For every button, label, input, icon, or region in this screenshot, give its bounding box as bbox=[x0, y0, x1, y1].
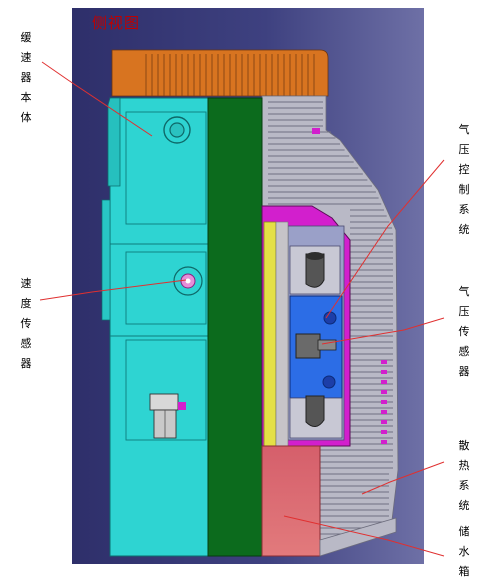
leader-retarder bbox=[41, 61, 153, 137]
fin-magenta-slot bbox=[381, 390, 387, 394]
pressure-sensor bbox=[295, 333, 321, 359]
leader-air-control bbox=[325, 159, 445, 319]
retarder-body-panel-top bbox=[125, 111, 207, 225]
label-retarder: 缓速器本体 bbox=[20, 31, 32, 124]
fin-magenta-slot bbox=[381, 380, 387, 384]
label-water-tank: 储水箱 bbox=[458, 525, 470, 578]
mount-nut-cap bbox=[149, 393, 179, 411]
fin-magenta-slot bbox=[381, 440, 387, 444]
body-plug-inner bbox=[169, 122, 185, 138]
valve-block-port-a bbox=[323, 311, 337, 325]
retarder-body-flange-upper bbox=[107, 97, 121, 187]
fin-magenta-slot bbox=[381, 430, 387, 434]
brake-head bbox=[111, 49, 329, 97]
leader-speed-sensor bbox=[39, 279, 187, 301]
water-tank-lip bbox=[319, 517, 397, 557]
fin-magenta-slot bbox=[381, 420, 387, 424]
retarder-body bbox=[109, 97, 211, 557]
brake-head-ribs bbox=[145, 54, 315, 96]
label-air-sensor: 气压传感器 bbox=[458, 285, 470, 378]
pressure-sensor-stem bbox=[317, 339, 337, 351]
cooling-fin-lines bbox=[268, 101, 393, 535]
fin-magenta-slot bbox=[381, 360, 387, 364]
valve-block-port-b bbox=[322, 375, 336, 389]
rotor bbox=[207, 97, 263, 557]
callout-leader-lines bbox=[39, 61, 445, 557]
upper-valve bbox=[305, 253, 325, 288]
view-title: 侧视图 bbox=[92, 14, 141, 32]
label-air-control: 气压控制系统 bbox=[458, 123, 470, 236]
label-speed-sensor: 速度传感器 bbox=[20, 277, 32, 370]
water-tank bbox=[261, 445, 321, 557]
yellow-plate-back bbox=[275, 221, 289, 447]
yellow-plate bbox=[263, 221, 277, 447]
leader-water-tank bbox=[283, 515, 445, 557]
leader-cooling bbox=[361, 461, 445, 495]
fin-magenta-slots bbox=[312, 128, 387, 444]
speed-sensor-port-dot bbox=[185, 278, 191, 284]
retarder-body-panel-bot bbox=[125, 339, 207, 441]
fin-magenta-slot bbox=[381, 370, 387, 374]
fin-magenta-slot bbox=[381, 410, 387, 414]
leader-air-sensor bbox=[321, 317, 445, 345]
lower-valve bbox=[305, 395, 325, 427]
retarder-body-left-rib bbox=[101, 199, 111, 321]
fin-magenta-slot bbox=[312, 128, 320, 134]
body-plug bbox=[163, 116, 191, 144]
label-cooling: 散热系统 bbox=[458, 439, 470, 512]
upper-valve-top bbox=[306, 252, 324, 260]
mount-nut-tip bbox=[178, 402, 186, 410]
speed-sensor-port bbox=[173, 266, 203, 296]
fin-magenta-slot bbox=[381, 400, 387, 404]
